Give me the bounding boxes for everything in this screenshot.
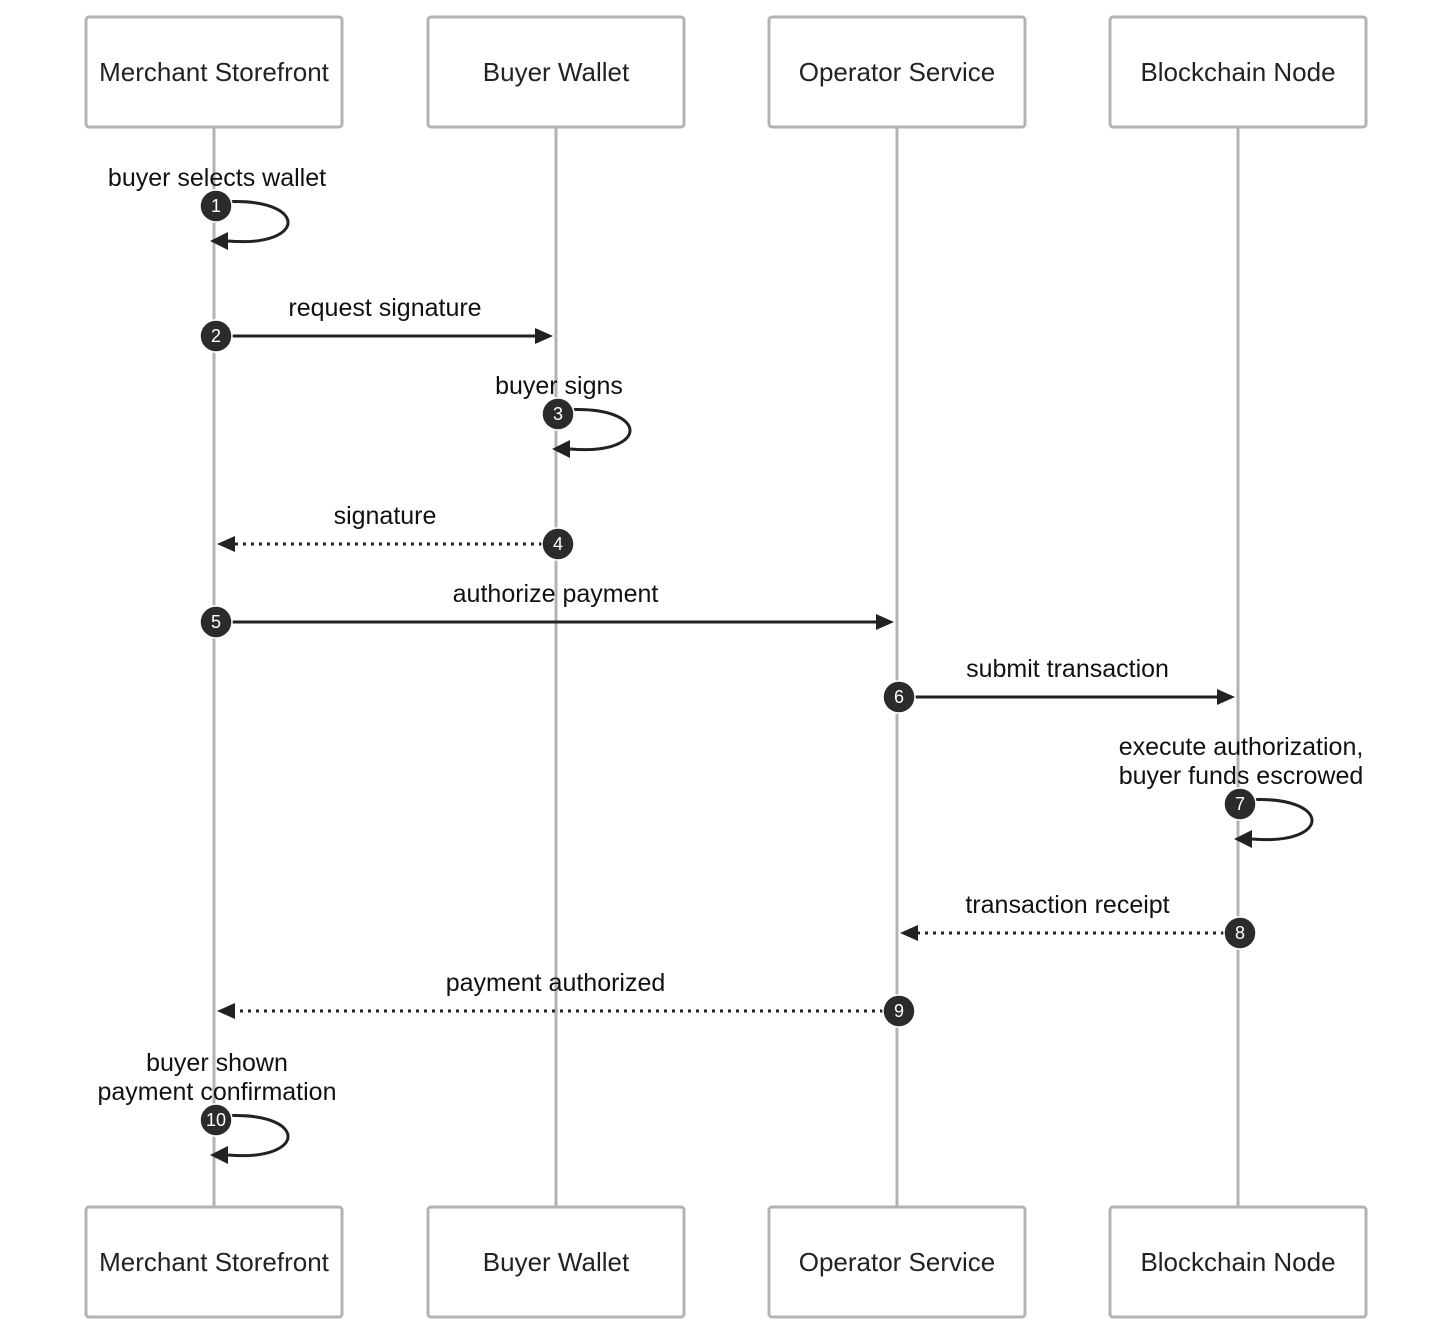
arrow-head xyxy=(1217,689,1235,705)
messages: buyer selects wallet 1 request signature 2 b… xyxy=(97,164,1363,1164)
step-number: 10 xyxy=(206,1110,226,1130)
message-arrow xyxy=(1245,798,1314,842)
arrow-head xyxy=(210,232,228,250)
lifelines xyxy=(212,127,1240,1207)
participant-box xyxy=(767,1205,1027,1319)
participant-merchant-bottom: Merchant Storefront xyxy=(84,1205,344,1319)
participant-wallet-top: Buyer Wallet xyxy=(426,15,686,129)
message-5: authorize payment 5 xyxy=(199,580,894,639)
step-number: 4 xyxy=(553,534,563,554)
message-3: buyer signs 3 xyxy=(495,372,632,458)
message-label: buyer shown xyxy=(146,1049,288,1077)
step-number: 2 xyxy=(211,326,221,346)
step-badge: 2 xyxy=(199,319,233,353)
message-label: buyer signs xyxy=(495,372,623,400)
participant-label: Blockchain Node xyxy=(1140,1247,1335,1277)
message-8: transaction receipt 8 xyxy=(900,891,1257,950)
message-label: execute authorization, xyxy=(1119,733,1364,761)
message-label: authorize payment xyxy=(453,580,659,608)
participants-top: Merchant Storefront Buyer Wallet Operator … xyxy=(84,15,1368,129)
arrow-head xyxy=(1234,830,1252,848)
arrow-head xyxy=(552,440,570,458)
participant-label: Buyer Wallet xyxy=(483,57,630,87)
step-badge: 1 xyxy=(199,189,233,223)
step-badge: 8 xyxy=(1223,916,1257,950)
message-label: payment confirmation xyxy=(97,1078,336,1106)
participant-label: Merchant Storefront xyxy=(99,1247,330,1277)
step-badge: 4 xyxy=(541,527,575,561)
participant-box xyxy=(767,15,1027,129)
participant-label: Operator Service xyxy=(799,57,996,87)
participant-box xyxy=(426,1205,686,1319)
arrow-head xyxy=(210,1146,228,1164)
step-circle xyxy=(882,994,916,1028)
message-label: signature xyxy=(334,502,437,530)
message-label: request signature xyxy=(288,294,481,322)
message-label: transaction receipt xyxy=(965,891,1169,919)
participant-label: Merchant Storefront xyxy=(99,57,330,87)
step-number: 3 xyxy=(553,404,563,424)
participant-box xyxy=(1108,15,1368,129)
step-circle xyxy=(1223,787,1257,821)
step-number: 7 xyxy=(1235,794,1245,814)
message-label: submit transaction xyxy=(966,655,1169,683)
step-number: 8 xyxy=(1235,923,1245,943)
message-4: signature 4 xyxy=(217,502,575,561)
participant-box xyxy=(84,1205,344,1319)
step-number: 5 xyxy=(211,612,221,632)
participant-label: Buyer Wallet xyxy=(483,1247,630,1277)
message-arrow xyxy=(221,1114,290,1158)
step-circle xyxy=(199,189,233,223)
arrow-head xyxy=(217,1003,235,1019)
step-circle xyxy=(882,680,916,714)
step-circle xyxy=(541,397,575,431)
step-circle xyxy=(199,1103,233,1137)
step-number: 6 xyxy=(894,687,904,707)
participant-box xyxy=(426,15,686,129)
step-number: 1 xyxy=(211,196,221,216)
step-circle xyxy=(1223,916,1257,950)
arrow-head xyxy=(217,536,235,552)
message-arrow xyxy=(563,408,632,452)
step-circle xyxy=(199,605,233,639)
step-circle xyxy=(199,319,233,353)
participant-label: Blockchain Node xyxy=(1140,57,1335,87)
step-badge: 10 xyxy=(199,1103,233,1137)
step-badge: 6 xyxy=(882,680,916,714)
participant-merchant-top: Merchant Storefront xyxy=(84,15,344,129)
message-label: payment authorized xyxy=(446,969,666,997)
message-7: execute authorization,buyer funds escrow… xyxy=(1119,733,1364,848)
participant-operator-bottom: Operator Service xyxy=(767,1205,1027,1319)
participant-operator-top: Operator Service xyxy=(767,15,1027,129)
step-badge: 9 xyxy=(882,994,916,1028)
participant-wallet-bottom: Buyer Wallet xyxy=(426,1205,686,1319)
arrow-head xyxy=(900,925,918,941)
message-6: submit transaction 6 xyxy=(882,655,1235,714)
message-label: buyer selects wallet xyxy=(108,164,326,192)
message-arrow xyxy=(221,200,290,244)
message-2: request signature 2 xyxy=(199,294,553,353)
participant-label: Operator Service xyxy=(799,1247,996,1277)
participant-node-bottom: Blockchain Node xyxy=(1108,1205,1368,1319)
step-circle xyxy=(541,527,575,561)
step-badge: 3 xyxy=(541,397,575,431)
participant-node-top: Blockchain Node xyxy=(1108,15,1368,129)
participant-box xyxy=(84,15,344,129)
arrow-head xyxy=(535,328,553,344)
arrow-head xyxy=(876,614,894,630)
message-9: payment authorized 9 xyxy=(217,969,916,1028)
message-1: buyer selects wallet 1 xyxy=(108,164,326,250)
participant-box xyxy=(1108,1205,1368,1319)
step-number: 9 xyxy=(894,1001,904,1021)
participants-bottom: Merchant Storefront Buyer Wallet Operator … xyxy=(84,1205,1368,1319)
step-badge: 7 xyxy=(1223,787,1257,821)
step-badge: 5 xyxy=(199,605,233,639)
message-label: buyer funds escrowed xyxy=(1119,762,1364,790)
